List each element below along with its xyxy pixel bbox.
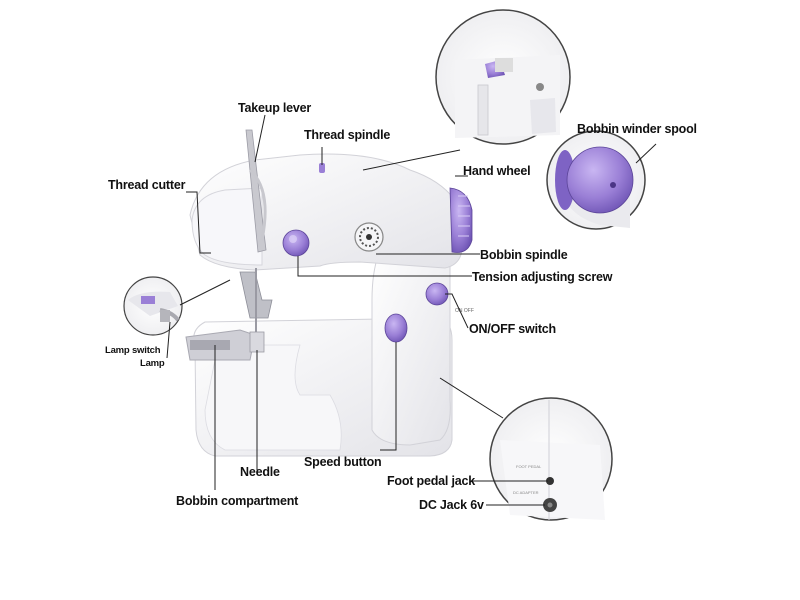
label-bobbin-compartment: Bobbin compartment	[176, 494, 299, 508]
leader-lamp	[166, 321, 171, 359]
leader-thread-cutter	[186, 191, 211, 254]
hand-wheel	[449, 187, 473, 253]
leader-jack-connector	[439, 377, 504, 419]
svg-text:DC ADAPTER: DC ADAPTER	[513, 490, 539, 495]
leader-on-off	[445, 293, 469, 329]
machine-pillar	[371, 249, 451, 446]
label-bobbin-spindle: Bobbin spindle	[480, 248, 568, 262]
label-speed-button: Speed button	[304, 455, 382, 469]
label-lamp: Lamp	[140, 358, 165, 369]
label-thread-cutter: Thread cutter	[108, 178, 186, 192]
speed-button-knob	[384, 313, 408, 343]
leader-tension	[297, 256, 472, 277]
label-bobbin-winder-spool: Bobbin winder spool	[577, 122, 697, 136]
label-thread-spindle: Thread spindle	[304, 128, 391, 142]
label-dc-jack: DC Jack 6v	[419, 498, 484, 512]
leader-lines	[166, 114, 657, 506]
lamp-switch-detail-circle	[123, 276, 183, 336]
svg-text:FOOT PEDAL: FOOT PEDAL	[516, 464, 542, 469]
label-needle: Needle	[240, 465, 280, 479]
bobbin-winder-detail-circle	[546, 130, 646, 230]
tension-knob	[282, 229, 310, 257]
label-lamp-switch: Lamp switch	[105, 345, 161, 356]
sewing-machine: ON OFF	[185, 129, 474, 457]
leader-bobbin-winder	[635, 143, 657, 164]
leader-speed	[380, 342, 397, 451]
thread-spindle-peg	[319, 163, 325, 173]
leader-lamp-switch	[179, 279, 231, 306]
label-takeup-lever: Takeup lever	[238, 101, 312, 115]
label-hand-wheel: Hand wheel	[463, 164, 531, 178]
on-off-switch-button	[425, 282, 449, 306]
takeup-lever	[245, 129, 267, 253]
thread-spindle-detail-circle	[435, 9, 571, 145]
leader-takeup-lever	[254, 114, 266, 163]
label-on-off-switch: ON/OFF switch	[469, 322, 556, 336]
svg-text:ON OFF: ON OFF	[455, 308, 474, 314]
label-tension-adjusting-screw: Tension adjusting screw	[472, 270, 613, 284]
label-foot-pedal-jack: Foot pedal jack	[387, 474, 475, 488]
jack-detail-circle: FOOT PEDAL DC ADAPTER	[489, 397, 613, 521]
leader-hand-wheel	[362, 149, 461, 171]
